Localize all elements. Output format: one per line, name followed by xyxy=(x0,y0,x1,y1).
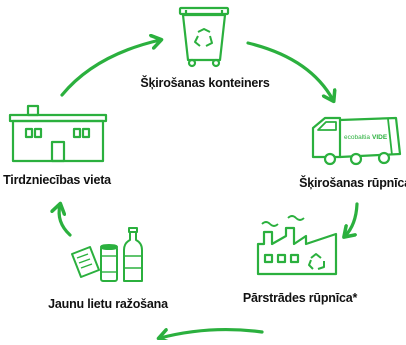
label-production: Jaunu lietu ražošana xyxy=(48,297,168,311)
label-sorting-plant: Šķirošanas rūpnīca xyxy=(299,176,406,190)
factory-icon xyxy=(256,215,338,276)
label-recycling-plant: Pārstrādes rūpnīca* xyxy=(242,291,358,305)
products-icon xyxy=(71,227,143,282)
arrow-sorting-to-recycling xyxy=(345,202,359,236)
recycling-container-icon xyxy=(178,6,230,68)
arrow-container-to-sorting xyxy=(246,41,333,100)
store-icon xyxy=(8,104,108,163)
arrow-store-to-container xyxy=(60,40,160,97)
arrow-production-to-store xyxy=(59,205,72,237)
label-container: Šķirošanas konteiners xyxy=(140,76,270,90)
label-store: Tirdzniecības vieta xyxy=(3,173,111,187)
cycle-arrows xyxy=(59,40,359,338)
garbage-truck-icon xyxy=(311,116,402,166)
arrow-recycling-to-production xyxy=(160,327,264,338)
